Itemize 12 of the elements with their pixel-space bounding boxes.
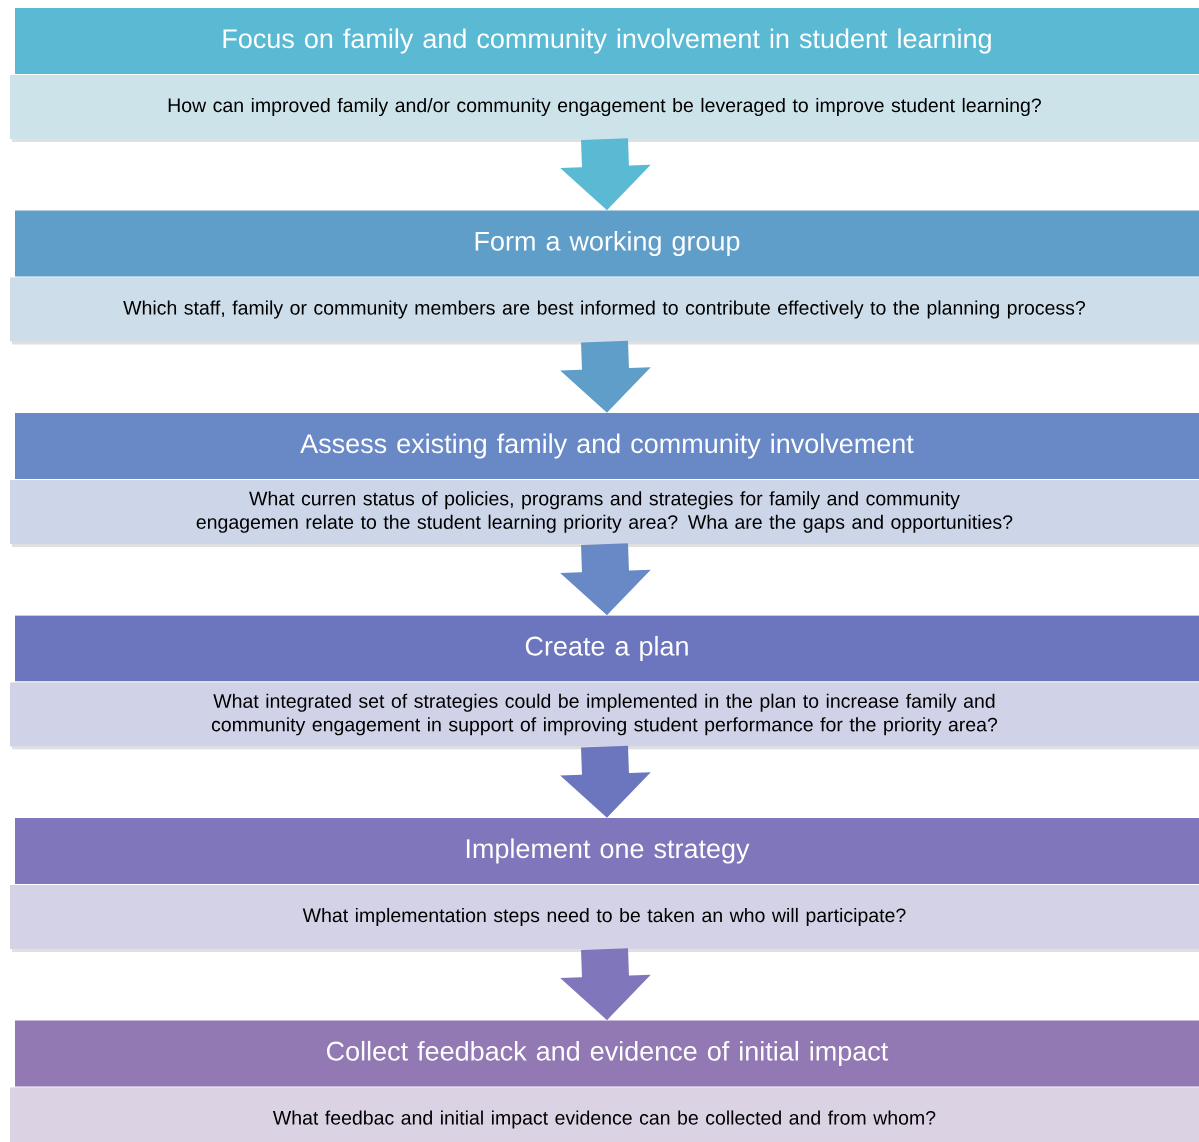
question-box: What implementation steps need to be taken an who will participate? [10,885,1199,949]
step-header: Collect feedback and evidence of initial impact [15,1020,1199,1087]
step-header: Focus on family and community involvement in student learning [15,8,1199,74]
step-header: Implement one strategy [15,818,1199,884]
question-box: Which staff, family or community members are best informed to contribute effectively to the planning process? [10,277,1199,342]
step-header: Create a plan [15,615,1199,682]
question-box: What integrated set of strategies could be implemented in the plan to increase family and community engagement in support of improving student performance for the priority area? [10,682,1199,747]
step-header: Form a working group [15,210,1199,277]
question-box: What curren status of policies, programs and strategies for family and community engagemen relate to the student learning priority area? Wha are the gaps and opportunities? [10,480,1199,544]
step-header: Assess existing family and community involvement [15,413,1199,479]
question-box: What feedbac and initial impact evidence can be collected and from whom? [10,1087,1199,1142]
question-box: How can improved family and/or community engagement be leveraged to improve student learning? [10,75,1199,139]
